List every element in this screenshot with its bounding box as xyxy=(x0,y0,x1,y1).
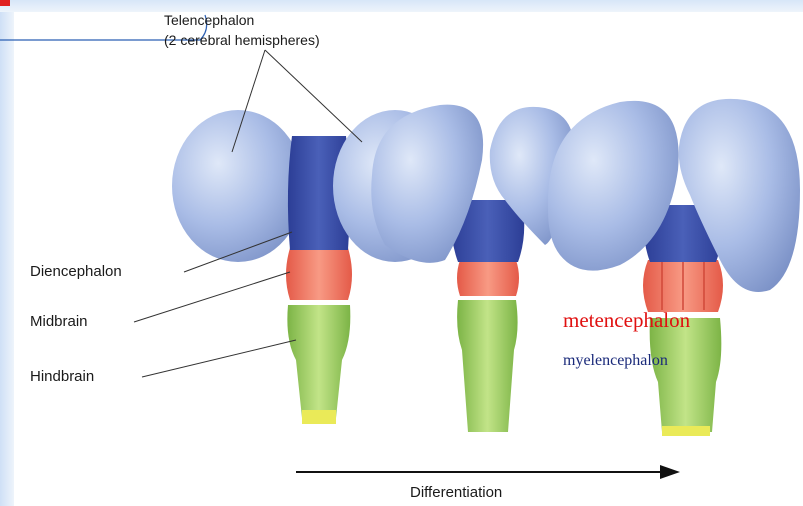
metencephalon-label: metencephalon xyxy=(563,308,690,333)
stage-1-midbrain xyxy=(286,248,352,300)
differentiation-arrow xyxy=(296,465,680,479)
stage-2-brain xyxy=(371,105,574,432)
hindbrain-leader xyxy=(142,340,296,377)
stage-2-midbrain xyxy=(457,260,519,296)
midbrain-leader xyxy=(134,272,290,322)
myelencephalon-label: myelencephalon xyxy=(563,352,668,370)
stage-1-spinal-tip xyxy=(302,410,336,424)
stage-1-hindbrain xyxy=(287,305,350,418)
slide-corner-mark xyxy=(0,0,10,6)
midbrain-label: Midbrain xyxy=(30,313,88,330)
telencephalon-sublabel: (2 cerebral hemispheres) xyxy=(164,32,320,48)
hindbrain-label: Hindbrain xyxy=(30,368,94,385)
stage-3-hindbrain xyxy=(650,318,722,432)
stage-3-brain xyxy=(548,99,800,436)
diencephalon-label: Diencephalon xyxy=(30,263,122,280)
differentiation-label: Differentiation xyxy=(410,484,502,501)
telencephalon-label: Telencephalon xyxy=(164,12,254,28)
stage-2-hindbrain xyxy=(457,300,517,432)
stage-3-spinal-tip xyxy=(662,426,710,436)
